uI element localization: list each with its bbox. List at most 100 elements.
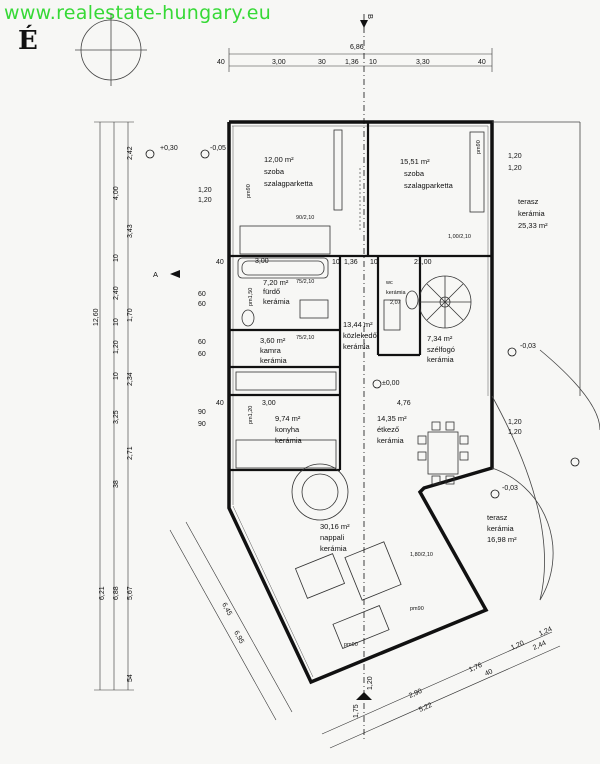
room-floor: kerámia: [343, 342, 371, 351]
opening-text: 2,07: [390, 300, 401, 306]
dim-text: 10: [113, 254, 120, 262]
room-floor: kerámia: [487, 524, 515, 533]
toilet-icon: [241, 290, 419, 327]
room-floor: kerámia: [275, 436, 303, 445]
room-label-etkezo: 14,35 m² étkező kerámia: [377, 414, 407, 445]
room-floor: kerámia: [386, 290, 407, 296]
opening-text: pm1,50: [248, 288, 254, 306]
opening-text: 4,76: [397, 400, 411, 407]
opening-text: pm90: [410, 606, 424, 612]
level-label: -0,05: [210, 145, 226, 152]
level-label: -0,03: [520, 343, 536, 350]
room-name: étkező: [377, 425, 399, 434]
opening-text: 1,20: [198, 187, 212, 194]
opening-text: 1,20: [508, 429, 522, 436]
north-arrow-label: É: [18, 26, 38, 56]
dim-text: 1,20: [113, 340, 120, 354]
dim-text: 4,00: [113, 186, 120, 200]
room-floor: kerámia: [518, 209, 546, 218]
opening-text: 75/2,10: [296, 279, 314, 285]
dim-text: 10: [113, 372, 120, 380]
room-area: 13,44 m²: [343, 320, 373, 329]
room-label-kamra: 3,60 m² kamra kerámia: [260, 336, 288, 365]
watermark: www.realestate-hungary.eu: [4, 2, 272, 24]
room-label-szoba-2: 15,51 m² szoba szalagparketta: [400, 157, 454, 190]
dim-text: 2,44: [532, 640, 547, 652]
room-name: terasz: [518, 197, 539, 206]
room-floor: kerámia: [260, 356, 288, 365]
kitchen-counter: [235, 371, 337, 469]
dim-text: 10: [369, 59, 377, 66]
room-label-terasz-2: terasz kerámia 16,98 m²: [487, 513, 517, 544]
opening-text: 1,20: [508, 419, 522, 426]
room-area: 30,16 m²: [320, 522, 350, 531]
dim-text: 2,34: [127, 372, 134, 386]
opening-text: 60: [198, 339, 206, 346]
dim-text: 1,76: [468, 662, 483, 674]
dim-text: 30: [318, 59, 326, 66]
dim-text: 40: [217, 59, 225, 66]
dim-text: 3,43: [127, 224, 134, 238]
opening-text: 10: [370, 259, 378, 266]
room-label-furdo: 7,20 m² fürdő kerámia: [263, 278, 291, 306]
terrace-outline: [491, 121, 600, 601]
room-label-kozlekedo: 13,44 m² közlekedő kerámia: [343, 320, 377, 351]
room-name: nappali: [320, 533, 345, 542]
dim-text: 6,86: [350, 44, 364, 51]
opening-text: 75/2,10: [296, 335, 314, 341]
dim-text: 6,95: [232, 630, 245, 645]
room-area: 25,33 m²: [518, 221, 548, 230]
dim-text: 1,20: [510, 640, 525, 652]
opening-text: 90: [198, 421, 206, 428]
dim-text: 10: [113, 318, 120, 326]
opening-text: 40: [216, 259, 224, 266]
dim-text: 54: [127, 674, 134, 682]
opening-text: 40: [216, 400, 224, 407]
interior-walls: [229, 122, 492, 472]
level-label: +0,30: [160, 145, 178, 152]
section-marker-a: A: [153, 270, 158, 279]
dim-text: 38: [113, 480, 120, 488]
level-labels: +0,30 -0,05 ±0,00 -0,03 -0,03: [160, 145, 536, 492]
dim-text: 12,60: [93, 308, 100, 326]
opening-text: 60: [198, 351, 206, 358]
opening-text: pm90: [344, 642, 358, 648]
wardrobes: [239, 129, 485, 255]
room-area: 14,35 m²: [377, 414, 407, 423]
room-floor: szalagparketta: [404, 181, 454, 190]
dimensions-diagonal: 6,95 6,45: [220, 602, 245, 645]
dim-text: 2,90: [408, 688, 423, 700]
room-label-wc: wc kerámia: [385, 280, 407, 296]
room-label-konyha: 9,74 m² konyha kerámia: [275, 414, 303, 445]
opening-text: 1,80/2,10: [410, 552, 433, 558]
dining-table-icon: [417, 421, 469, 485]
opening-text: 3,00: [255, 258, 269, 265]
opening-text: 1,00/2,10: [448, 234, 471, 240]
opening-text: 10: [332, 259, 340, 266]
opening-text: 1,20: [508, 165, 522, 172]
section-marker-b: B: [366, 14, 375, 19]
opening-text: 1,20: [508, 153, 522, 160]
dim-text: 3,00: [272, 59, 286, 66]
opening-text: pm1,20: [248, 406, 254, 424]
section-marker-icon: [170, 20, 372, 700]
dim-text: 2,42: [127, 146, 134, 160]
room-area: 7,34 m²: [427, 334, 453, 343]
dim-text: 40: [478, 59, 486, 66]
room-floor: kerámia: [263, 297, 291, 306]
room-name: közlekedő: [343, 331, 377, 340]
dim-text: 6,21: [99, 586, 106, 600]
washbasin-icon: [299, 299, 401, 331]
dim-text: 1,24: [538, 626, 553, 638]
compass-icon: [75, 14, 147, 86]
room-area: 16,98 m²: [487, 535, 517, 544]
room-label-terasz-1: terasz kerámia 25,33 m²: [518, 197, 548, 230]
opening-text: pm90: [246, 184, 252, 198]
opening-text: 90/2,10: [296, 215, 314, 221]
dim-text: 1,75: [353, 704, 360, 718]
dim-text: 1,70: [127, 308, 134, 322]
dim-text: 6,45: [220, 602, 233, 617]
room-label-szelfogo: 7,34 m² szélfogó kerámia: [427, 334, 455, 364]
dim-text: 3,25: [113, 410, 120, 424]
opening-text: pm90: [476, 140, 482, 154]
